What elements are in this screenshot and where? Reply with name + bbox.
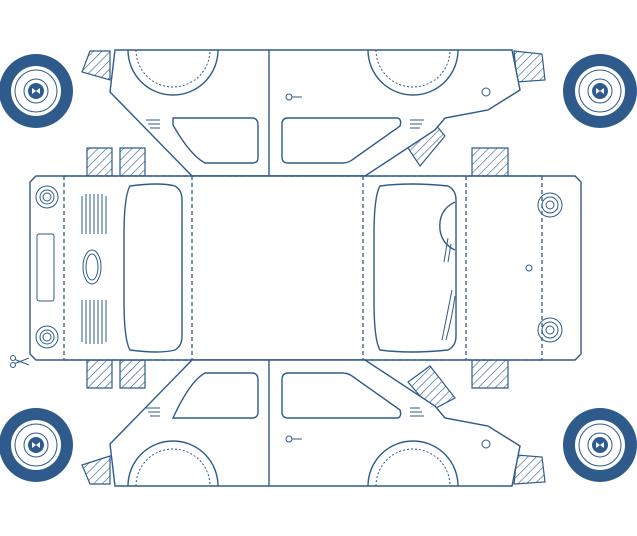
top-side-panel — [109, 49, 521, 177]
scissors-icon — [10, 355, 30, 368]
center-strip — [29, 175, 582, 361]
door-handle-icon — [285, 93, 302, 101]
rear-panel — [373, 183, 563, 353]
wheel-bottom-left — [0, 408, 73, 482]
front-panel — [35, 183, 183, 353]
bottom-side-panel — [109, 359, 521, 487]
door-handle-icon — [285, 435, 302, 443]
wheel-bottom-right — [563, 408, 637, 482]
grille — [81, 194, 107, 344]
wheel-top-left — [0, 54, 73, 128]
wheel-top-right — [563, 54, 637, 128]
